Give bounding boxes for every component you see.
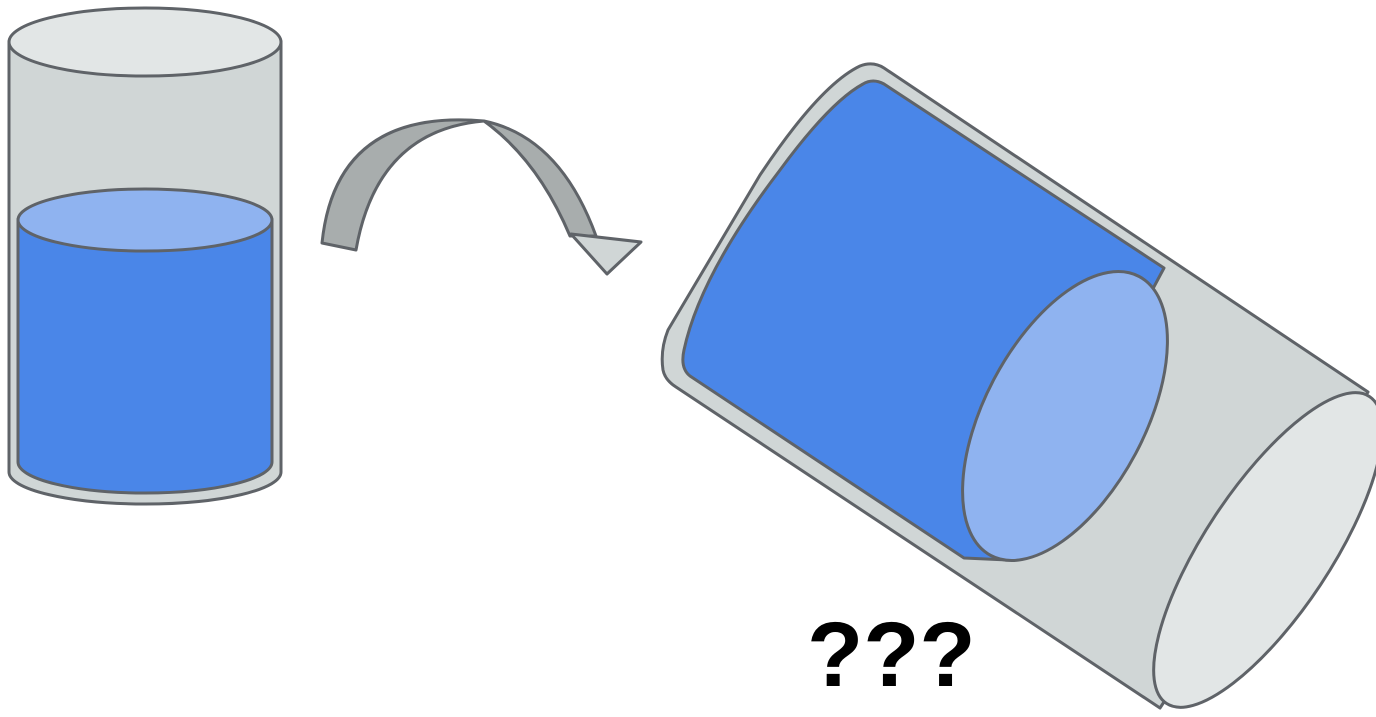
- question-marks-caption: ???: [807, 604, 976, 706]
- tilted-glass: [662, 64, 1376, 717]
- curved-arrow-shaft: [322, 120, 596, 250]
- upright-water-surface: [18, 189, 272, 251]
- upright-water-body: [18, 220, 272, 493]
- curved-arrow-icon: [322, 120, 641, 274]
- upright-glass-rim: [9, 8, 281, 76]
- upright-glass: [9, 8, 281, 504]
- curved-arrow-head: [571, 234, 641, 274]
